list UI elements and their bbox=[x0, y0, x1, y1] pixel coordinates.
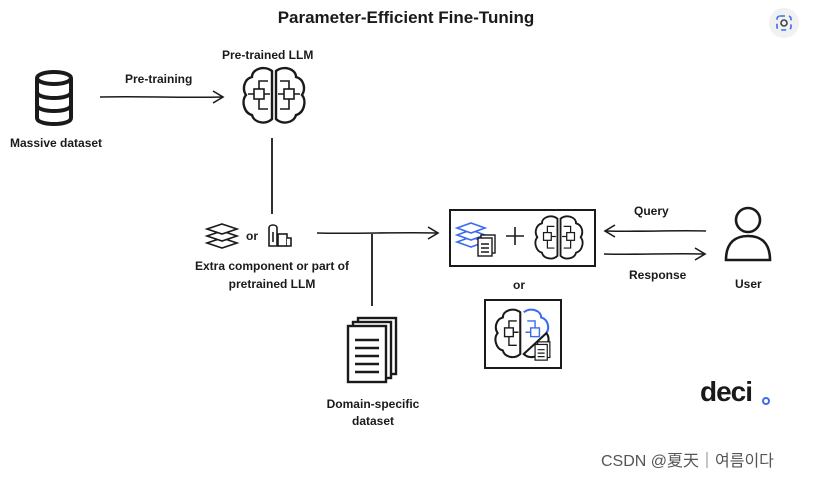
domain-dataset-label-line1: Domain-specific bbox=[326, 397, 420, 411]
layers-icon bbox=[204, 223, 240, 249]
brain-chip-icon bbox=[534, 215, 584, 260]
or-small-label: or bbox=[246, 229, 258, 243]
diagram-title: Parameter-Efficient Fine-Tuning bbox=[277, 8, 535, 27]
partial-blue-brain-icon bbox=[494, 308, 551, 361]
pretraining-edge-label: Pre-training bbox=[125, 72, 193, 86]
watermark-text: CSDN @夏天｜여름이다 bbox=[601, 453, 774, 470]
user-label: User bbox=[735, 277, 762, 291]
brain-chip-icon bbox=[242, 66, 306, 124]
brain-fragment-icon bbox=[268, 224, 292, 247]
lens-search-icon[interactable] bbox=[769, 8, 799, 38]
extra-component-label-line2: pretrained LLM bbox=[228, 277, 316, 291]
plus-icon bbox=[506, 227, 524, 245]
documents-icon bbox=[346, 316, 398, 384]
fine-tune-arrow bbox=[316, 226, 440, 240]
query-edge-label: Query bbox=[634, 204, 669, 218]
blue-layers-document-icon bbox=[454, 222, 496, 257]
response-arrow bbox=[603, 247, 707, 261]
fine-tuned-model-alt-box bbox=[484, 299, 562, 369]
or-between-label: or bbox=[513, 278, 525, 292]
extra-component-label-line1: Extra component or part of bbox=[194, 259, 349, 273]
query-arrow bbox=[603, 224, 707, 238]
domain-dataset-label-line2: dataset bbox=[351, 414, 395, 428]
response-edge-label: Response bbox=[629, 268, 687, 282]
deci-logo: deci bbox=[700, 376, 753, 407]
user-icon bbox=[724, 206, 772, 262]
domain-connector-line bbox=[371, 234, 373, 306]
pretraining-arrow bbox=[99, 90, 225, 104]
llm-connector-line bbox=[271, 138, 273, 214]
fine-tuned-model-box bbox=[449, 209, 596, 267]
database-icon bbox=[35, 70, 73, 126]
pretrained-llm-label: Pre-trained LLM bbox=[222, 48, 314, 62]
deci-logo-dot bbox=[762, 397, 770, 405]
massive-dataset-label: Massive dataset bbox=[10, 136, 103, 150]
